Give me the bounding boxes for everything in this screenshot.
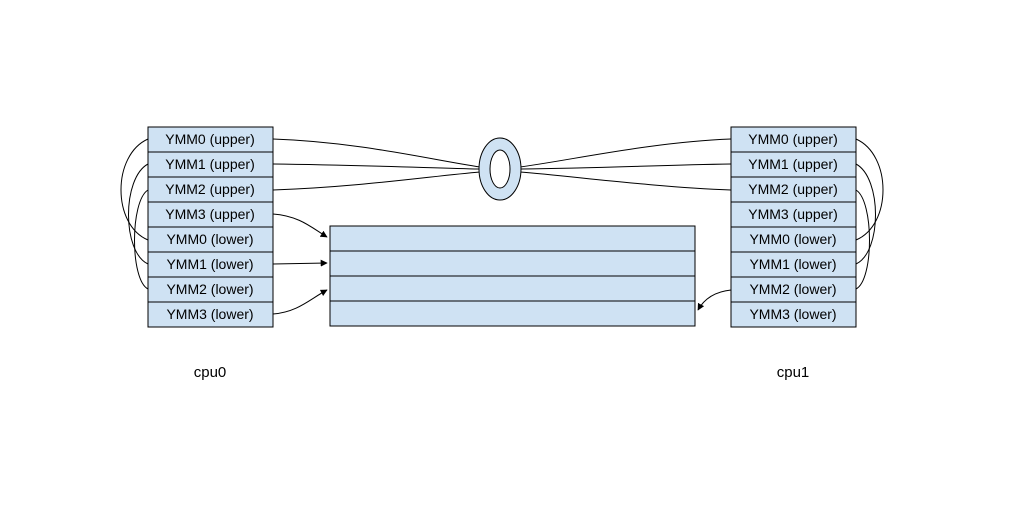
memory-buffer-row [329,250,696,277]
cpu0-register-label: YMM1 (lower) [166,256,253,272]
cpu0-register-box [147,176,274,203]
transfer-curve [519,138,732,168]
memory-buffer-row [329,300,696,327]
cpu1-register-box [730,126,857,153]
cpu1-register-box [730,251,857,278]
transfer-curve [519,171,732,191]
cpu0-register-label: YMM2 (upper) [165,181,254,197]
cpu0-register-box [147,226,274,253]
buffer-arrow [272,259,328,267]
cpu1-register-box [730,151,857,178]
transfer-curve [520,163,732,170]
cpu1-register-label: YMM3 (lower) [749,306,836,322]
cpu0-register-box [147,201,274,228]
memory-buffer-row [329,225,696,252]
cpu0-register-label: YMM2 (lower) [166,281,253,297]
cpu1-register-box [730,226,857,253]
buffer-arrow [697,289,732,311]
cpu0-register-stack: YMM0 (upper) YMM1 (upper) YMM2 (upper) Y… [147,126,274,328]
ring-inner-ellipse [489,149,511,189]
shared-buffer [329,225,696,327]
ring-icon [478,137,522,201]
cpu1-register-box [730,201,857,228]
cpu0-register-label: YMM0 (upper) [165,131,254,147]
cpu1-register-label: YMM1 (lower) [749,256,836,272]
cpu0-register-box [147,301,274,328]
pairing-arc [128,163,149,265]
buffer-arrow [272,213,328,238]
cpu0-pairing-arcs [120,138,149,290]
transfer-curve [272,138,481,168]
memory-buffer-row [329,275,696,302]
cpu0-to-buffer-arrows [272,213,328,315]
transfer-curve [272,171,481,191]
cpu1-register-box [730,276,857,303]
cpu1-register-label: YMM2 (upper) [748,181,837,197]
cpu1-label: cpu1 [777,364,810,381]
cpu0-register-box [147,276,274,303]
cpu1-register-box [730,301,857,328]
pairing-arc [134,189,149,290]
pairing-arc [855,138,884,241]
buffer-arrow [272,289,328,315]
ring-to-cpu1-curves [519,138,732,191]
cpu1-register-label: YMM2 (lower) [749,281,836,297]
cpu0-register-box [147,251,274,278]
cpu1-register-label: YMM1 (upper) [748,156,837,172]
cpu1-register-label: YMM3 (upper) [748,206,837,222]
pairing-arc [855,163,876,265]
cpu1-register-label: YMM0 (lower) [749,231,836,247]
cpu0-register-label: YMM1 (upper) [165,156,254,172]
cpu0-register-box [147,126,274,153]
cpu0-register-label: YMM0 (lower) [166,231,253,247]
cpu0-register-label: YMM3 (upper) [165,206,254,222]
pairing-arc [120,138,149,241]
cpu0-to-ring-curves [272,138,481,191]
cpu0-register-label: YMM3 (lower) [166,306,253,322]
cpu1-to-buffer-arrows [697,289,732,311]
cpu1-register-box [730,176,857,203]
pairing-arc [855,189,870,290]
cpu0-label: cpu0 [194,364,227,381]
transfer-curve [272,163,480,170]
cpu1-register-stack: YMM0 (upper) YMM1 (upper) YMM2 (upper) Y… [730,126,857,328]
cpu1-pairing-arcs [855,138,884,290]
cpu1-register-label: YMM0 (upper) [748,131,837,147]
